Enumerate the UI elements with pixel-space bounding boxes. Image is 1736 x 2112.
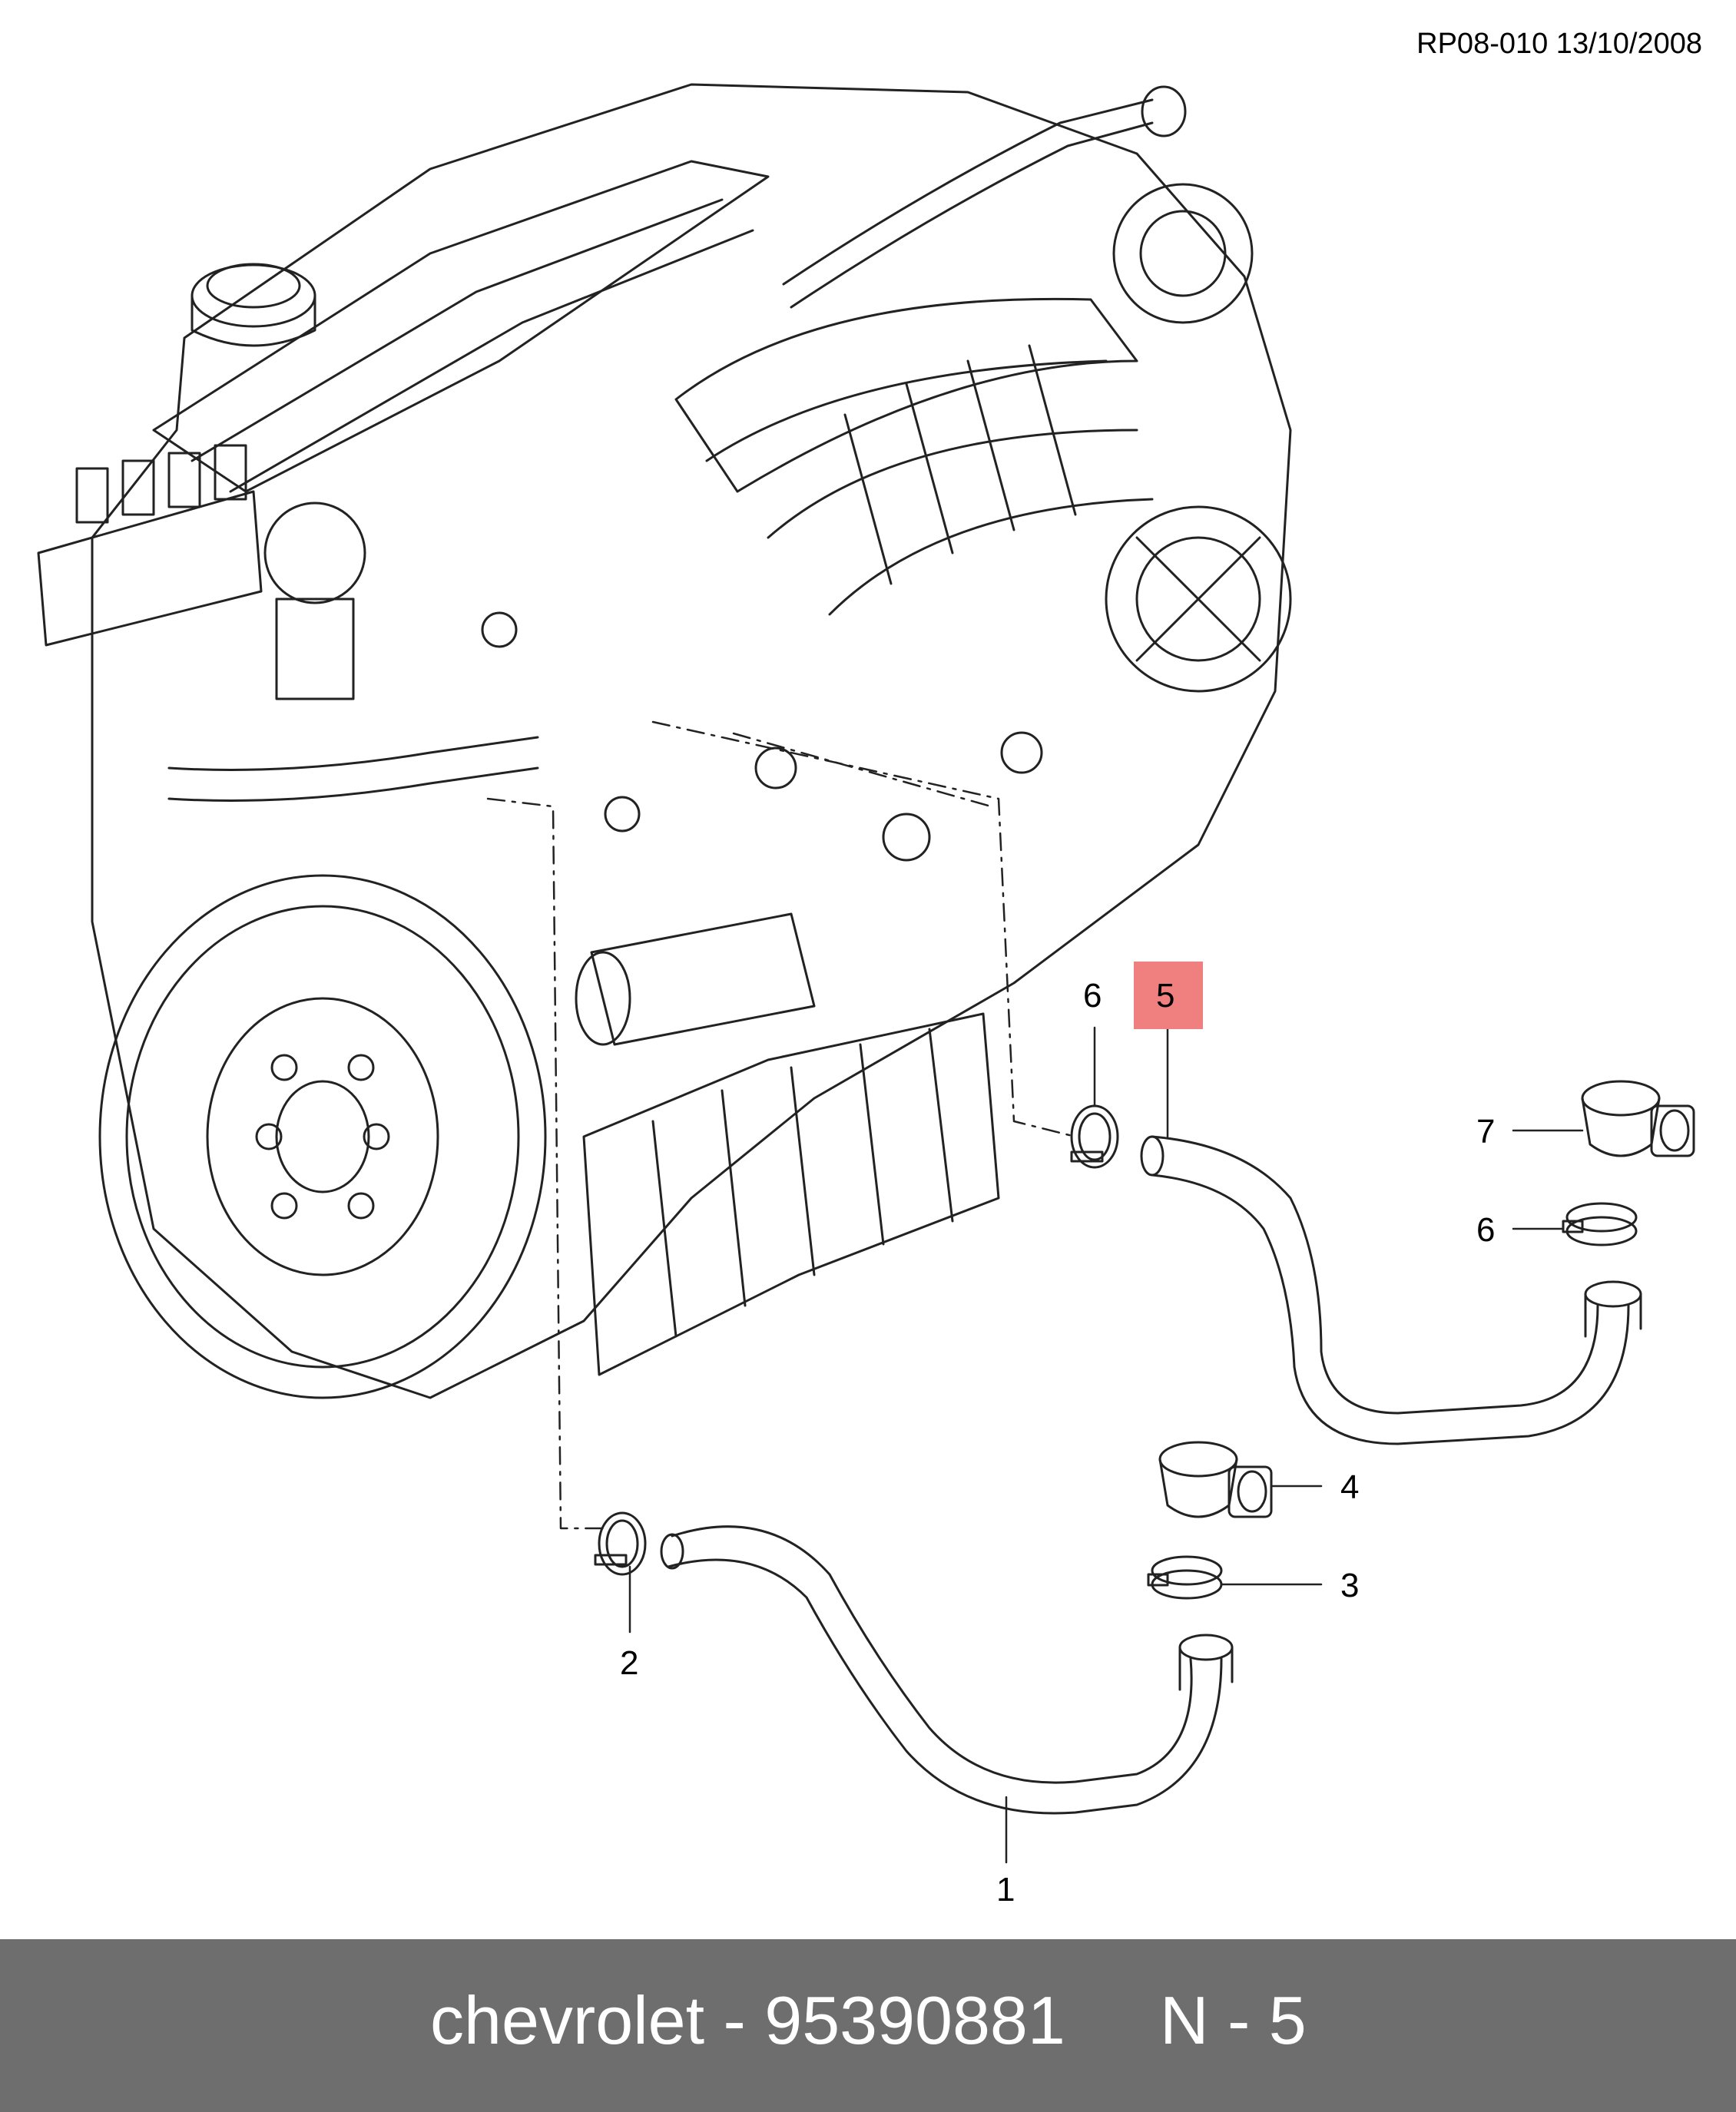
clamp-3 <box>1147 1555 1223 1600</box>
assembly-lines <box>486 720 1077 1530</box>
engine-hose-diagram: 1 2 3 4 5 6 6 7 <box>37 83 1695 1908</box>
clamp-6-right <box>1562 1202 1638 1246</box>
callout-5-highlight <box>1134 962 1203 1029</box>
leader-lines <box>628 1026 1584 1864</box>
hose-5 <box>1140 1135 1642 1445</box>
connector-7 <box>1581 1080 1695 1157</box>
callout-1: 1 <box>996 1871 1015 1908</box>
callout-5: 5 <box>1156 977 1174 1015</box>
callout-6-left: 6 <box>1083 977 1102 1015</box>
hose-1 <box>660 1525 1234 1815</box>
footer-bar: chevrolet - 95390881 N - 5 <box>0 1939 1736 2112</box>
clamp-2 <box>594 1511 647 1576</box>
callout-7: 7 <box>1476 1113 1495 1150</box>
footer-item-number: N - 5 <box>1160 1982 1307 2058</box>
clamp-6-left <box>1070 1104 1119 1169</box>
callout-2: 2 <box>620 1644 638 1682</box>
callout-3: 3 <box>1340 1567 1359 1604</box>
callout-6-right: 6 <box>1476 1211 1495 1249</box>
connector-4 <box>1158 1441 1273 1518</box>
diagram-reference: RP08-010 13/10/2008 <box>1416 28 1702 60</box>
engine-block <box>37 83 1292 1399</box>
footer-part-number: chevrolet - 95390881 <box>430 1982 1065 2058</box>
callout-4: 4 <box>1340 1468 1359 1506</box>
